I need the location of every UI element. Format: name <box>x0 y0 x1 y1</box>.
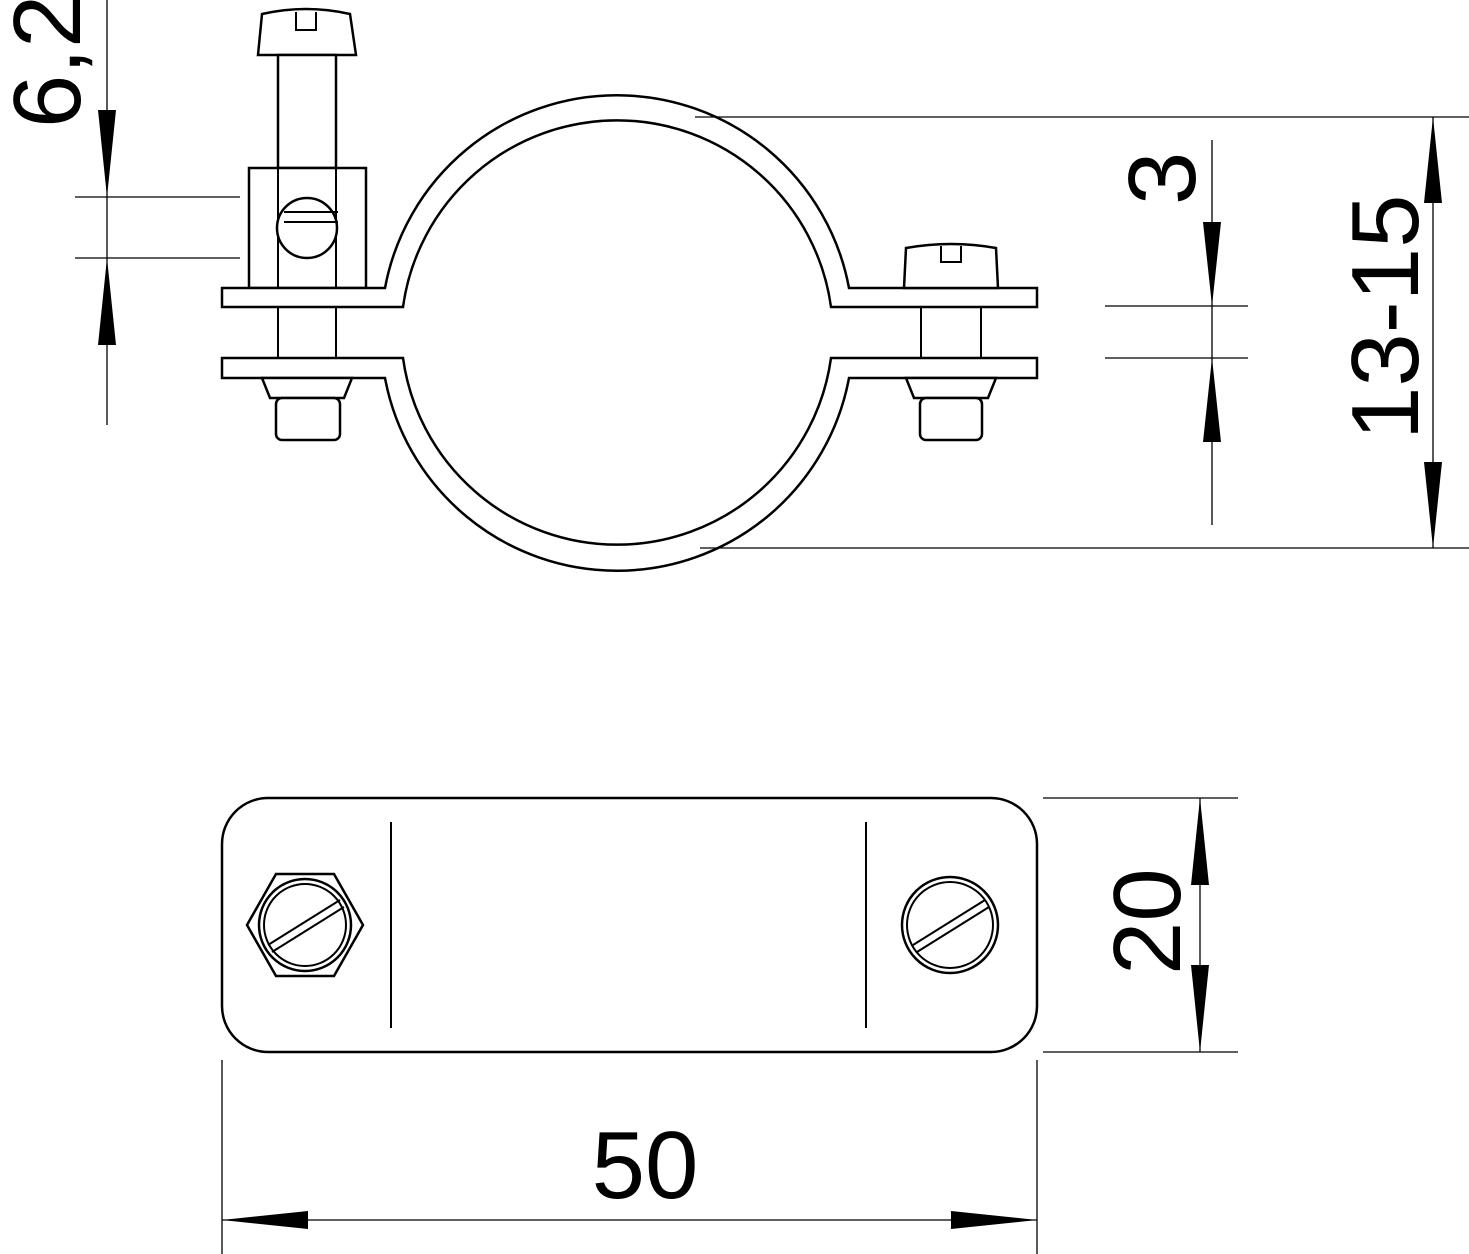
left-screw-slot <box>267 899 345 953</box>
dimension-6-2: 6,2 <box>0 0 240 425</box>
dimension-label-20: 20 <box>1094 868 1201 975</box>
dimension-label-50: 50 <box>592 1112 699 1219</box>
clamp-plate <box>220 796 1039 1054</box>
right-lower-nut <box>904 376 998 400</box>
dimension-50: 50 <box>221 1060 1038 1254</box>
upper-clamp-half <box>220 94 1039 309</box>
dimension-label-3: 3 <box>1109 152 1216 205</box>
left-screw-head <box>256 7 358 57</box>
right-screw-slot <box>912 899 990 953</box>
left-lower-nut <box>260 376 354 400</box>
right-screw-top <box>900 875 1000 975</box>
left-bolt-end <box>274 396 342 442</box>
left-screw-top <box>257 877 353 973</box>
dimension-13-15: 13-15 <box>695 116 1469 549</box>
clamp-top-view <box>220 796 1039 1054</box>
left-screw-shaft <box>276 53 338 170</box>
dimension-label-6-2: 6,2 <box>0 0 101 128</box>
clamp-side-view <box>220 7 1039 572</box>
right-screw-head <box>902 242 1000 290</box>
right-bolt-end <box>918 396 984 442</box>
left-screw-slot <box>295 12 317 31</box>
dimension-20: 20 <box>1043 797 1238 1053</box>
dimension-3: 3 <box>1105 140 1248 525</box>
dimension-label-13-15: 13-15 <box>1332 194 1439 440</box>
left-cross-screw <box>275 196 339 260</box>
